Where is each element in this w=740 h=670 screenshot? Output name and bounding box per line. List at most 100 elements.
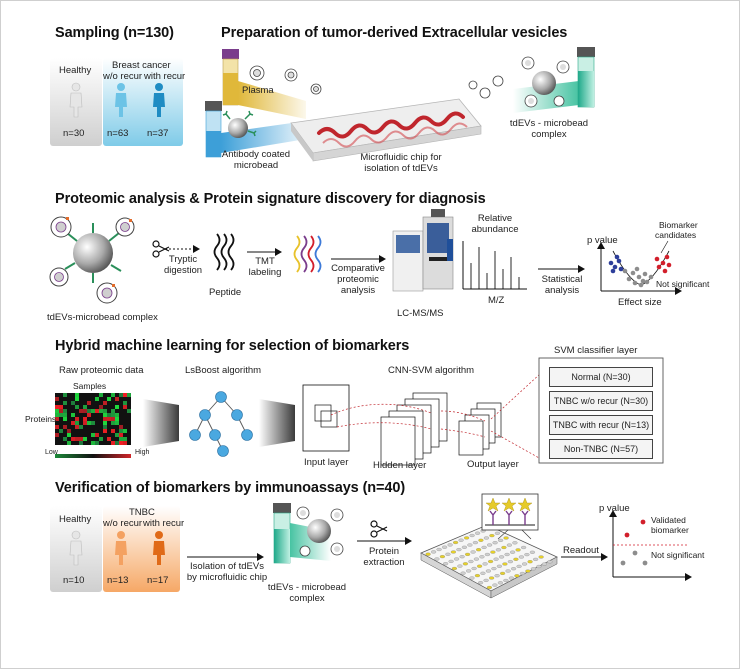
label-tdev-complex: tdEVs-microbead complex xyxy=(47,312,158,323)
plate-well xyxy=(514,574,520,578)
plate-well xyxy=(498,538,504,542)
plate-well xyxy=(503,536,509,540)
plate-well xyxy=(525,569,531,573)
plate-well xyxy=(507,560,513,564)
plate-well xyxy=(431,550,437,554)
label-samples: Samples xyxy=(73,381,107,391)
mass-spectrum-plot xyxy=(462,241,527,290)
label-chip-2: isolation of tdEVs xyxy=(364,163,438,174)
heatmap-cell xyxy=(103,429,107,433)
heatmap-cell xyxy=(103,425,107,429)
plate-well xyxy=(473,557,479,561)
plate-well xyxy=(516,564,522,568)
plate-well xyxy=(501,545,507,550)
plate-well xyxy=(436,547,442,552)
heatmap-cell xyxy=(107,397,111,401)
heading-verification: Verification of biomarkers by immunoassa… xyxy=(55,480,406,496)
plate-well xyxy=(458,538,464,542)
label-lsboost: LsBoost algorithm xyxy=(185,365,262,376)
plate-well xyxy=(456,548,462,552)
lcms-instrument-icon xyxy=(392,209,454,292)
label-microbead-1: Antibody coated xyxy=(221,149,291,160)
heatmap-cell xyxy=(63,437,67,441)
plate-well xyxy=(536,564,542,569)
heatmap-cell xyxy=(99,437,103,441)
plate-well xyxy=(496,564,502,568)
verify-person-wo-icon xyxy=(115,531,127,565)
plate-well xyxy=(518,555,524,559)
heatmap-cell xyxy=(119,441,123,445)
heatmap-cell xyxy=(103,413,107,417)
label-low: Low xyxy=(45,449,58,456)
plate-well xyxy=(502,562,508,566)
plate-well xyxy=(480,571,486,575)
heatmap-cell xyxy=(123,393,127,397)
heatmap-cell xyxy=(103,421,107,425)
heatmap-cell xyxy=(107,437,111,441)
heatmap-cell xyxy=(111,393,115,397)
labeled-peptide-icon xyxy=(293,235,322,273)
heatmap-cell xyxy=(75,417,79,421)
person-with-recur-icon xyxy=(153,83,165,117)
label-verify-n-healthy: n=10 xyxy=(63,575,85,586)
plate-well xyxy=(445,552,451,556)
plate-well xyxy=(493,557,499,561)
cancer-box xyxy=(103,58,183,146)
heatmap-cell xyxy=(123,441,127,445)
heatmap-cell xyxy=(111,409,115,413)
label-complex-2: complex xyxy=(531,129,567,140)
heatmap-cell xyxy=(115,441,119,445)
heatmap-cell xyxy=(103,417,107,421)
heatmap-cell xyxy=(99,405,103,409)
heatmap-cell xyxy=(55,433,59,437)
label-statistical-1: Statistical xyxy=(541,274,583,285)
heatmap-cell xyxy=(119,425,123,429)
plate-well xyxy=(434,557,440,561)
plate-well xyxy=(466,569,472,573)
plasma-flow xyxy=(238,81,306,119)
heatmap-cell xyxy=(55,425,59,429)
plate-well xyxy=(457,564,463,568)
heatmap-cell xyxy=(91,441,95,445)
heatmap xyxy=(55,393,131,445)
plate-well xyxy=(497,581,503,585)
label-n-wo: n=63 xyxy=(107,128,129,139)
heatmap-cell xyxy=(63,413,67,417)
plate-well xyxy=(453,540,459,545)
heatmap-cell xyxy=(63,409,67,413)
svm-class-tnbc-wo: TNBC w/o recur (N=30) xyxy=(549,391,653,411)
plate-well xyxy=(500,571,506,575)
plate-well xyxy=(529,550,535,554)
antibody-bead-icon xyxy=(222,110,257,138)
plate-well xyxy=(541,562,547,566)
plate-well xyxy=(464,536,470,540)
plate-well xyxy=(519,571,525,576)
well-plate-icon xyxy=(420,524,558,599)
plate-well xyxy=(469,533,475,538)
cnn-connections xyxy=(330,372,542,460)
heatmap-cell xyxy=(79,437,83,441)
flow-arrow-1 xyxy=(143,399,179,447)
heatmap-cell xyxy=(103,409,107,413)
plate-well xyxy=(521,545,527,550)
label-effect-size: Effect size xyxy=(618,297,662,308)
volcano-plot xyxy=(597,240,682,295)
plate-well xyxy=(486,585,492,590)
plate-well xyxy=(506,543,512,547)
heatmap-cell xyxy=(95,397,99,401)
plate-well xyxy=(489,576,495,580)
label-comparative-3: analysis xyxy=(340,285,376,296)
heatmap-cell xyxy=(115,417,119,421)
heatmap-cell xyxy=(71,437,75,441)
label-protein-1: Protein xyxy=(368,546,400,557)
plate-well xyxy=(447,543,453,547)
person-healthy-icon xyxy=(69,82,83,118)
label-protein-2: extraction xyxy=(363,557,405,568)
heatmap-cell xyxy=(107,417,111,421)
plate-well xyxy=(474,574,480,578)
verify-bead-complex-icon xyxy=(296,506,344,557)
heatmap-cell xyxy=(55,417,59,421)
label-verify-n-with: n=17 xyxy=(147,575,169,586)
label-breast-cancer: Breast cancer xyxy=(112,60,171,71)
label-verify-tnbc: TNBC xyxy=(129,507,155,518)
